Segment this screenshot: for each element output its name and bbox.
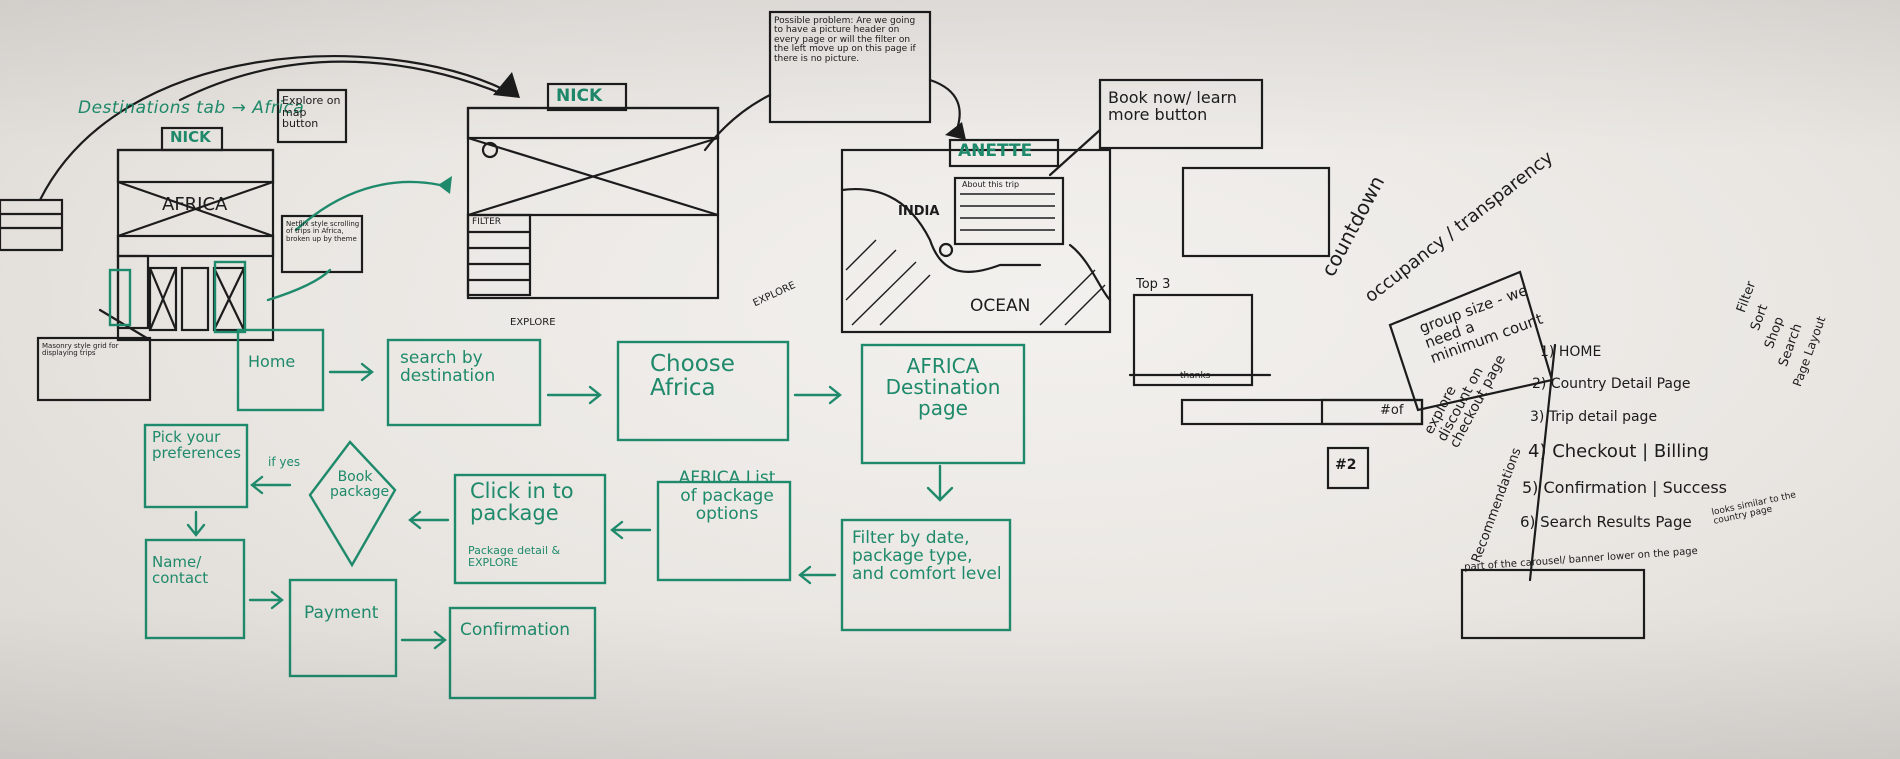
flow-payment: Payment [304, 605, 378, 623]
pages-list-item: 6) Search Results Page [1520, 515, 1692, 531]
book-now-note: Book now/ learn more button [1108, 90, 1258, 124]
flow-if-yes: if yes [268, 456, 300, 469]
pages-list-item: 5) Confirmation | Success [1522, 480, 1727, 497]
pages-list-item: 2) Country Detail Page [1532, 377, 1690, 392]
flow-name-contact: Name/ contact [152, 555, 240, 587]
masonry-note: Masonry style grid for displaying trips [42, 343, 146, 358]
flow-filter: Filter by date, package type, and comfor… [852, 530, 1002, 584]
netflix-note: Netflix style scrolling of trips in Afri… [286, 221, 360, 243]
pages-list-item: 1) HOME [1540, 345, 1601, 360]
flow-pick-preferences: Pick your preferences [152, 430, 244, 462]
count-mark: #2 [1335, 458, 1356, 473]
left-annotation-top: Destinations tab → Africa [78, 100, 304, 118]
top3-footer: thanks [1180, 372, 1210, 381]
about-trip-label: About this trip [962, 181, 1019, 189]
filter-label: FILTER [472, 218, 501, 227]
top3-label: Top 3 [1136, 278, 1170, 292]
flow-click-in: Click in to package [470, 480, 600, 524]
flow-package-list: AFRICA List of package options [672, 470, 782, 524]
map-india-label: INDIA [898, 205, 939, 219]
pages-list-item: 4) Checkout | Billing [1528, 443, 1709, 462]
count-label: #of [1380, 404, 1403, 418]
possible-problem-note: Possible problem: Are we going to have a… [774, 17, 926, 64]
flow-explore-1: EXPLORE [510, 318, 556, 329]
flow-search: search by destination [400, 350, 530, 386]
africa-hero-label: AFRICA [162, 196, 227, 215]
explore-map-note: Explore on map button [282, 95, 346, 130]
nick-label-main: NICK [556, 88, 602, 106]
flow-confirmation: Confirmation [460, 622, 570, 640]
flow-package-detail: Package detail & EXPLORE [468, 545, 593, 568]
pages-list-item: 3) Trip detail page [1530, 410, 1657, 425]
flow-choose-africa: Choose Africa [650, 352, 770, 400]
map-ocean-label: OCEAN [970, 298, 1030, 316]
nick-label-left: NICK [170, 130, 211, 146]
anette-label: ANETTE [958, 143, 1032, 161]
flow-home: Home [248, 354, 295, 371]
flow-africa-page: AFRICA Destination page [878, 356, 1008, 419]
flow-book-package: Book package [330, 470, 380, 499]
